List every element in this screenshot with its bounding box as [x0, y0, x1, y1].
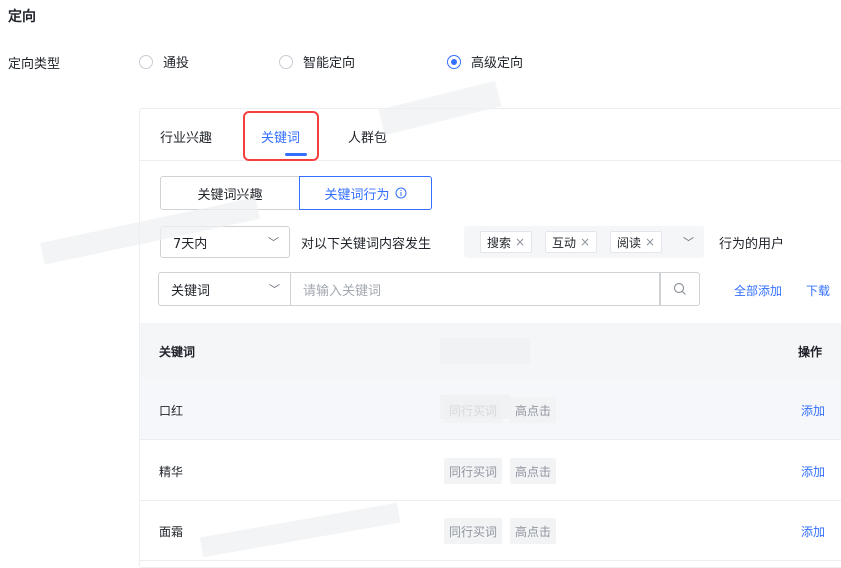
- add-keyword-button[interactable]: 添加: [800, 465, 825, 479]
- radio-circle-icon: [279, 54, 293, 69]
- tag-high-ctr: 高点击: [510, 458, 557, 484]
- behavior-prefix: 对以下关键词内容发生: [301, 237, 432, 252]
- header-action: 操作: [798, 345, 823, 359]
- tag-high-ctr: 高点击: [510, 518, 557, 544]
- table-row: 精华 同行买词 高点击 添加: [140, 441, 841, 501]
- tag-search[interactable]: 搜索×: [480, 231, 533, 253]
- tab-audience[interactable]: 人群包: [348, 131, 388, 146]
- tag-competitor-bid: 同行买词: [444, 458, 503, 484]
- tag-label: 搜索: [487, 235, 512, 250]
- action-multiselect[interactable]: 搜索× 互动× 阅读× ﹀: [464, 226, 704, 258]
- redaction-overlay: [440, 395, 510, 419]
- close-icon[interactable]: ×: [515, 235, 526, 249]
- close-icon[interactable]: ×: [645, 235, 656, 249]
- chevron-down-icon: ﹀: [269, 283, 280, 296]
- segment-keyword-behavior[interactable]: 关键词行为: [299, 176, 432, 210]
- info-icon: [395, 187, 406, 199]
- tab-industry-interest[interactable]: 行业兴趣: [160, 131, 213, 146]
- tab-active-underline: [285, 153, 307, 156]
- period-value: 7天内: [173, 236, 208, 252]
- tag-label: 阅读: [617, 235, 642, 250]
- add-keyword-button[interactable]: 添加: [800, 404, 825, 418]
- chevron-down-icon: ﹀: [683, 236, 694, 249]
- behavior-suffix: 行为的用户: [719, 237, 785, 252]
- search-button[interactable]: [660, 272, 700, 306]
- close-icon[interactable]: ×: [580, 235, 591, 249]
- keyword-search-input[interactable]: 请输入关键词: [291, 272, 660, 306]
- add-all-link[interactable]: 全部添加: [734, 284, 783, 298]
- radio-untargeted[interactable]: 通投: [139, 52, 189, 71]
- tab-highlight-annotation: [243, 111, 319, 161]
- keyword-cell: 口红: [159, 404, 184, 418]
- segment-label: 关键词行为: [324, 187, 390, 203]
- tab-bar: 行业兴趣 关键词 人群包: [140, 109, 841, 161]
- tag-high-ctr: 高点击: [510, 397, 557, 423]
- search-type-value: 关键词: [171, 283, 211, 299]
- radio-circle-icon: [139, 54, 153, 69]
- add-keyword-button[interactable]: 添加: [800, 525, 825, 539]
- radio-label: 高级定向: [471, 56, 524, 71]
- keyword-cell: 精华: [159, 465, 184, 479]
- radio-checked-icon: [447, 54, 461, 69]
- search-icon: [673, 282, 686, 295]
- download-link[interactable]: 下载: [806, 284, 831, 298]
- radio-smart-targeting[interactable]: 智能定向: [279, 52, 355, 71]
- period-select[interactable]: 7天内 ﹀: [160, 226, 290, 258]
- tag-read[interactable]: 阅读×: [610, 231, 663, 253]
- tab-keywords[interactable]: 关键词: [261, 131, 301, 146]
- tag-interact[interactable]: 互动×: [545, 231, 598, 253]
- header-keyword: 关键词: [159, 345, 196, 359]
- redaction-overlay: [440, 338, 530, 364]
- chevron-down-icon: ﹀: [268, 236, 279, 249]
- search-type-select[interactable]: 关键词 ﹀: [158, 272, 291, 306]
- search-placeholder: 请输入关键词: [303, 283, 382, 299]
- tag-competitor-bid: 同行买词: [444, 518, 503, 544]
- section-title: 定向: [8, 9, 36, 25]
- targeting-type-label: 定向类型: [8, 57, 61, 72]
- tag-label: 互动: [552, 235, 577, 250]
- radio-advanced-targeting[interactable]: 高级定向: [447, 52, 523, 71]
- radio-label: 智能定向: [303, 56, 356, 71]
- radio-label: 通投: [163, 56, 190, 71]
- keyword-cell: 面霜: [159, 525, 184, 539]
